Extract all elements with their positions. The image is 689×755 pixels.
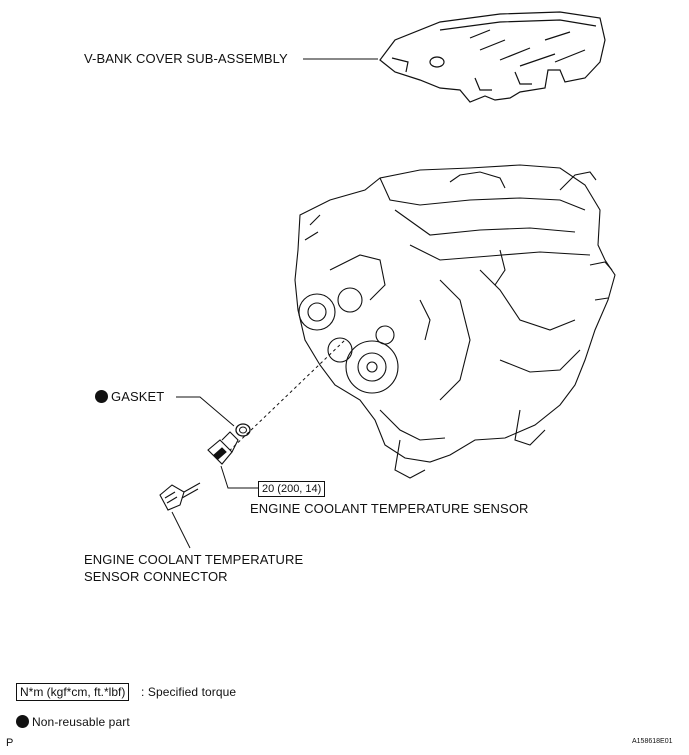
legend-nonreusable-text: Non-reusable part xyxy=(32,715,130,729)
gasket-illustration xyxy=(235,423,251,437)
legend-nonreusable: Non-reusable part xyxy=(16,714,130,730)
vbank-cover-illustration xyxy=(379,11,606,103)
ect-connector-label-line1: ENGINE COOLANT TEMPERATURE xyxy=(84,552,304,567)
page-letter: P xyxy=(6,737,14,749)
engine-illustration xyxy=(294,164,616,479)
nonreusable-icon xyxy=(95,390,108,403)
connector-leader-line xyxy=(171,511,191,549)
vbank-cover-label: V-BANK COVER SUB-ASSEMBLY xyxy=(84,51,288,66)
ect-sensor-illustration xyxy=(207,431,239,465)
connector-illustration xyxy=(159,482,201,511)
gasket-leader-line xyxy=(176,396,235,427)
install-path-line xyxy=(224,339,346,456)
ect-sensor-label: ENGINE COOLANT TEMPERATURE SENSOR xyxy=(250,501,529,516)
nonreusable-legend-icon xyxy=(16,715,29,728)
figure-id: A158618E01 xyxy=(632,738,673,745)
legend-torque-desc: : Specified torque xyxy=(141,685,237,699)
gasket-label: GASKET xyxy=(95,389,164,405)
gasket-text: GASKET xyxy=(111,389,165,404)
torque-box: 20 (200, 14) xyxy=(258,481,326,497)
sensor-leader-line xyxy=(220,465,258,489)
ect-connector-label-line2: SENSOR CONNECTOR xyxy=(84,569,228,584)
legend-torque-unit-box: N*m (kgf*cm, ft.*lbf) xyxy=(16,683,130,701)
